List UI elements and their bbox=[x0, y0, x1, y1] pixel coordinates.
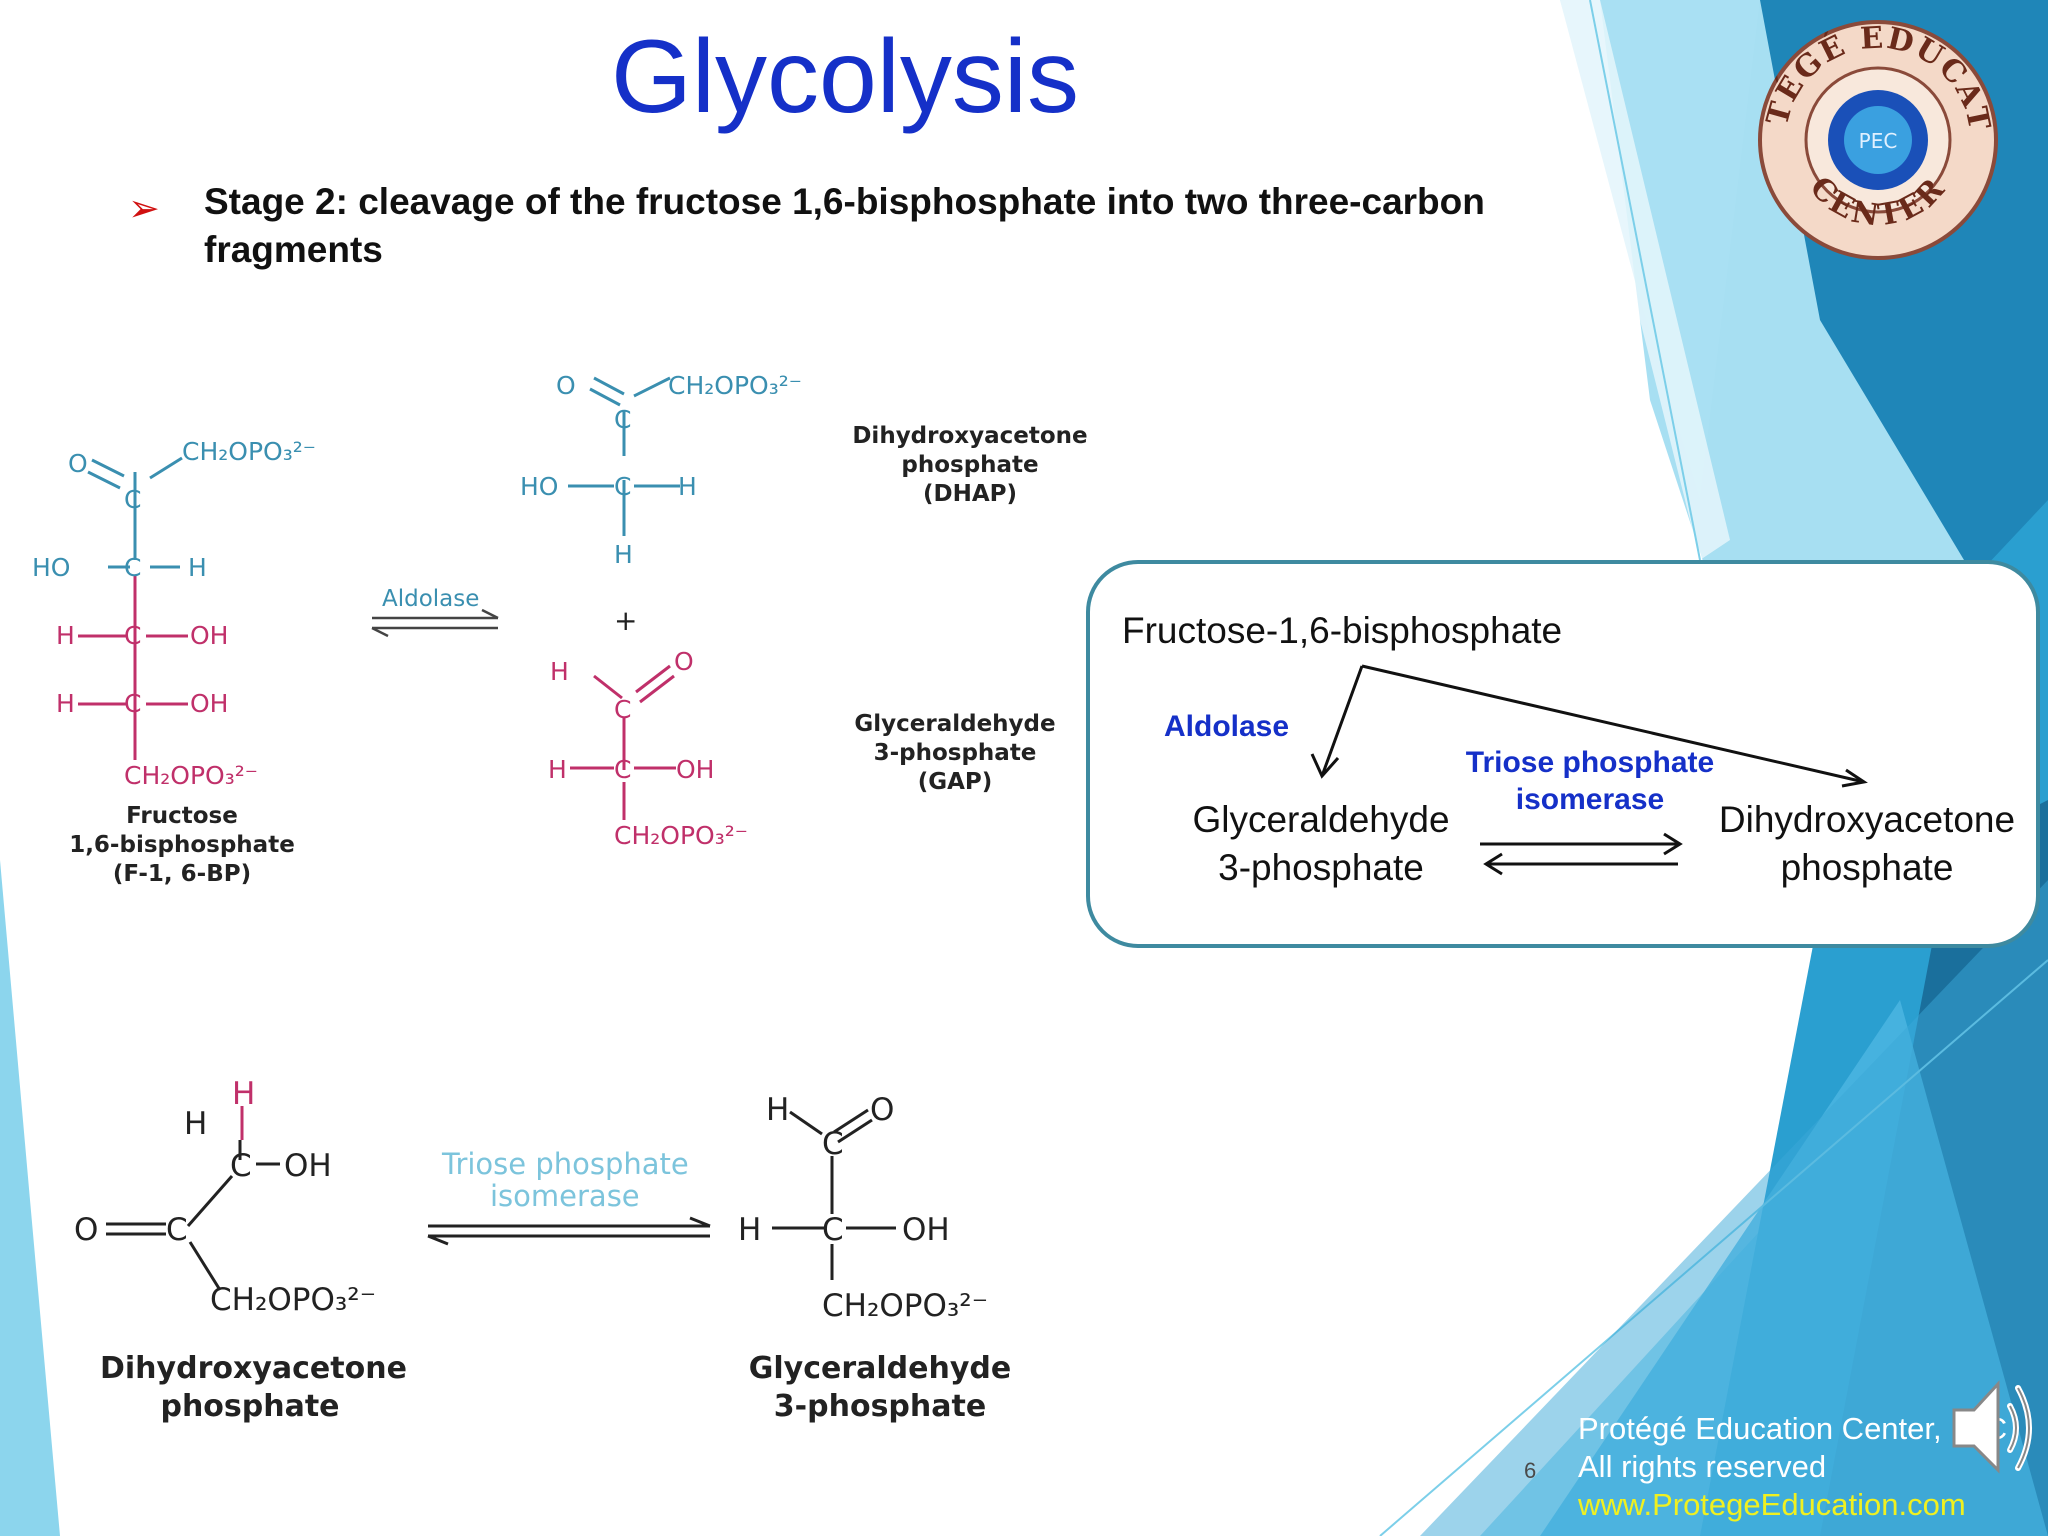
aldolase-label: Aldolase bbox=[382, 586, 479, 612]
svg-text:O: O bbox=[74, 1212, 98, 1248]
summary-aldolase: Aldolase bbox=[1164, 710, 1290, 743]
svg-text:C: C bbox=[166, 1212, 188, 1248]
svg-text:HO: HO bbox=[32, 553, 70, 582]
svg-text:CH₂OPO₃²⁻: CH₂OPO₃²⁻ bbox=[182, 437, 316, 466]
aldolase-reaction-diagram: O C CH₂OPO₃²⁻ HO C H H C OH H C OH CH₂OP… bbox=[32, 371, 802, 850]
svg-text:+: + bbox=[614, 604, 637, 637]
footer: Protégé Education Center, LLC All rights… bbox=[1578, 1410, 2007, 1524]
svg-text:Triose phosphate: Triose phosphate bbox=[441, 1147, 689, 1181]
summary-gap: Glyceraldehyde 3-phosphate bbox=[1192, 799, 1450, 888]
svg-text:C: C bbox=[124, 689, 141, 718]
svg-text:C: C bbox=[614, 695, 631, 724]
footer-website-link[interactable]: www.ProtegeEducation.com bbox=[1578, 1487, 1966, 1522]
svg-text:H: H bbox=[548, 755, 567, 784]
svg-text:H: H bbox=[56, 621, 75, 650]
svg-text:C: C bbox=[124, 553, 141, 582]
svg-text:OH: OH bbox=[190, 689, 228, 718]
svg-text:H: H bbox=[56, 689, 75, 718]
svg-text:C: C bbox=[822, 1126, 844, 1162]
summary-box bbox=[1086, 560, 2040, 948]
svg-text:isomerase: isomerase bbox=[490, 1179, 640, 1213]
bullet-arrow-icon: ➢ bbox=[128, 188, 160, 230]
svg-text:H: H bbox=[550, 657, 569, 686]
svg-text:CH₂OPO₃²⁻: CH₂OPO₃²⁻ bbox=[668, 371, 802, 400]
svg-text:OH: OH bbox=[190, 621, 228, 650]
svg-text:CH₂OPO₃²⁻: CH₂OPO₃²⁻ bbox=[124, 761, 258, 790]
page-number: 6 bbox=[1524, 1458, 1537, 1483]
svg-text:CH₂OPO₃²⁻: CH₂OPO₃²⁻ bbox=[614, 821, 748, 850]
svg-text:C: C bbox=[822, 1212, 844, 1248]
svg-text:O: O bbox=[674, 647, 694, 676]
svg-text:H: H bbox=[766, 1092, 789, 1128]
svg-text:CH₂OPO₃²⁻: CH₂OPO₃²⁻ bbox=[822, 1288, 988, 1324]
isomerase-reaction-diagram: H C OH O C CH₂OPO₃²⁻ H C O H C OH CH₂OPO… bbox=[74, 1080, 988, 1324]
svg-text:H: H bbox=[232, 1080, 255, 1112]
gap-label: Glyceraldehyde 3-phosphate (GAP) bbox=[854, 711, 1056, 795]
svg-text:H: H bbox=[738, 1212, 761, 1248]
svg-text:O: O bbox=[556, 371, 576, 400]
svg-text:C: C bbox=[614, 755, 631, 784]
svg-text:C: C bbox=[614, 472, 631, 501]
svg-text:H: H bbox=[184, 1106, 207, 1142]
bottom-gap-label: Glyceraldehyde 3-phosphate bbox=[748, 1351, 1012, 1424]
fbp-label: Fructose 1,6-bisphosphate (F-1, 6-BP) bbox=[69, 803, 295, 887]
summary-isomerase: Triose phosphate isomerase bbox=[1465, 746, 1715, 816]
svg-text:OH: OH bbox=[284, 1148, 332, 1184]
svg-text:H: H bbox=[188, 553, 207, 582]
svg-text:C: C bbox=[230, 1148, 252, 1184]
dhap-label: Dihydroxyacetone phosphate (DHAP) bbox=[852, 423, 1088, 507]
svg-text:OH: OH bbox=[676, 755, 714, 784]
svg-text:PEC: PEC bbox=[1859, 129, 1898, 153]
svg-text:C: C bbox=[124, 485, 141, 514]
svg-text:C: C bbox=[614, 405, 631, 434]
summary-arrows bbox=[1310, 664, 1868, 876]
atom-o: O bbox=[68, 449, 88, 478]
speaker-icon[interactable] bbox=[1948, 1366, 2040, 1490]
pec-logo: PROTÉGÉ EDUCATION CENTER PEC bbox=[1756, 18, 1998, 260]
svg-text:CH₂OPO₃²⁻: CH₂OPO₃²⁻ bbox=[210, 1282, 376, 1318]
svg-text:H: H bbox=[678, 472, 697, 501]
summary-dhap: Dihydroxyacetone phosphate bbox=[1718, 799, 2016, 888]
svg-text:O: O bbox=[870, 1092, 894, 1128]
bullet-text: Stage 2: cleavage of the fructose 1,6-bi… bbox=[204, 181, 1485, 270]
bottom-dhap-label: Dihydroxyacetone phosphate bbox=[100, 1351, 407, 1424]
svg-text:HO: HO bbox=[520, 472, 558, 501]
footer-rights: All rights reserved bbox=[1578, 1449, 1827, 1484]
svg-text:OH: OH bbox=[902, 1212, 950, 1248]
summary-fbp: Fructose-1,6-bisphosphate bbox=[1122, 610, 1563, 651]
slide-title: Glycolysis bbox=[610, 19, 1080, 135]
svg-text:H: H bbox=[614, 540, 633, 569]
footer-company: Protégé Education Center, LLC bbox=[1578, 1411, 2008, 1446]
svg-text:C: C bbox=[124, 621, 141, 650]
